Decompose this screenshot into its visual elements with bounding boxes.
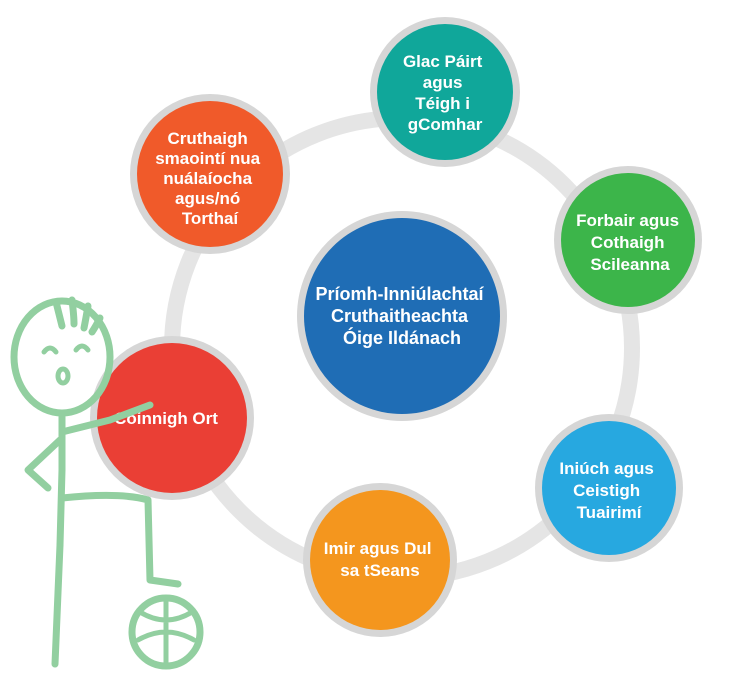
node-label-line: Cothaigh: [591, 233, 665, 252]
node-label-line: Cruthaigh: [167, 129, 247, 148]
node-circle: [137, 101, 283, 247]
node-circle: [310, 490, 450, 630]
ball-seams: [135, 595, 197, 669]
node-explore: Iniúch agus Ceistigh Tuairimí: [535, 414, 683, 562]
figure-arm-right: [58, 401, 154, 436]
svg-text:Forbair agus Cothaigh: Forbair agus Cothaigh Scileanna: [576, 211, 684, 274]
center-title-line: Cruthaitheachta: [331, 306, 469, 326]
node-label-line: Glac Páirt: [403, 52, 483, 71]
center-node-circle: [304, 218, 500, 414]
node-label-line: Forbair agus: [576, 211, 679, 230]
node-circle: [97, 343, 247, 493]
node-label-line: agus/nó: [175, 189, 240, 208]
figure-eye-right: [73, 343, 91, 353]
node-label-line: Iniúch agus: [559, 459, 653, 478]
node-label-line: Téigh i: [415, 94, 470, 113]
node-label-line: sa tSeans: [340, 561, 419, 580]
node-play: Imir agus Dul sa tSeans: [303, 483, 457, 637]
figure-hair: [52, 296, 104, 336]
node-circle: [561, 173, 695, 307]
node-circle: [377, 24, 513, 160]
node-label-line: Ceistigh: [573, 481, 640, 500]
svg-text:Iniúch agus Ceistigh: Iniúch agus Ceistigh Tuairimí: [559, 459, 658, 522]
svg-text:Imir agus Dul sa tSean: Imir agus Dul sa tSeans: [324, 539, 436, 580]
center-title-line: Príomh-Inniúlachtaí: [315, 284, 484, 304]
figure-arm-left: [24, 436, 64, 492]
node-label-line: nuálaíocha: [163, 169, 252, 188]
node-label-line: Imir agus Dul: [324, 539, 432, 558]
center-title-line: Óige Ildánach: [343, 327, 461, 348]
figure-leg-left: [51, 541, 64, 668]
svg-text:Glac Páirt agus: Glac Páirt agus Téigh i gComhar: [403, 52, 487, 134]
figure-leg-right: [58, 491, 182, 588]
node-label-line: agus: [423, 73, 463, 92]
node-create: Cruthaigh smaointí nua nuálaíocha agus/n…: [130, 94, 290, 254]
node-label-line: gComhar: [408, 115, 483, 134]
figure-mouth: [55, 366, 71, 386]
node-label-line: smaointí nua: [155, 149, 260, 168]
svg-text:Coinnigh Ort: Coinnigh Ort: [114, 409, 218, 428]
node-label-line: Torthaí: [182, 209, 240, 228]
node-label-line: Tuairimí: [577, 503, 643, 522]
node-label-line: Scileanna: [590, 255, 670, 274]
node-persist: Coinnigh Ort: [90, 336, 254, 500]
center-node: Príomh-Inniúlachtaí Cruthaitheachta Óige…: [297, 211, 507, 421]
svg-text:Príomh-Inniúlachtaí Cr: Príomh-Inniúlachtaí Cruthaitheachta Óige…: [315, 284, 488, 348]
svg-text:Cruthaigh smaointí nua: Cruthaigh smaointí nua nuálaíocha agus/n…: [155, 129, 265, 228]
node-label-line: Coinnigh Ort: [114, 409, 218, 428]
node-circle: [542, 421, 676, 555]
node-skills: Forbair agus Cothaigh Scileanna: [554, 166, 702, 314]
node-participate: Glac Páirt agus Téigh i gComhar: [370, 17, 520, 167]
figure-eye-left: [41, 345, 59, 355]
stick-figure-illustration: [10, 296, 204, 670]
